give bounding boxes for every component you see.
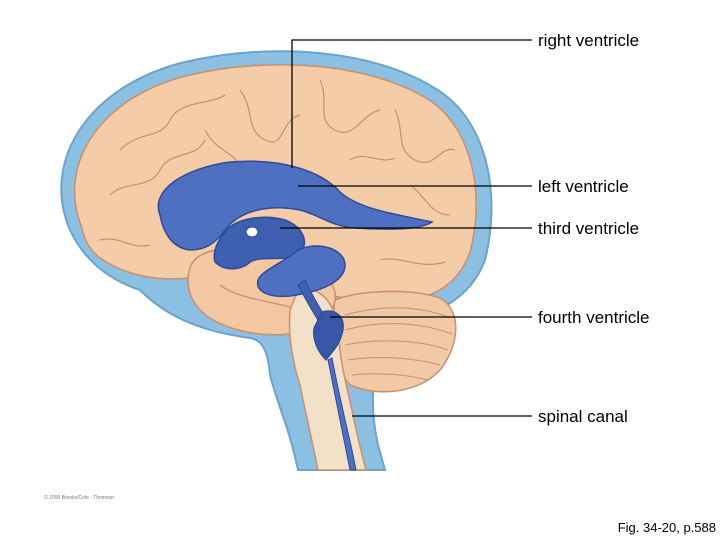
label-left-ventricle: left ventricle	[538, 177, 629, 196]
interventricular-foramen	[245, 226, 259, 238]
copyright-notice: © 2006 Brooks/Cole - Thomson	[44, 495, 115, 501]
label-third-ventricle: third ventricle	[538, 219, 640, 238]
temporal-horn	[256, 245, 346, 298]
third-ventricle-shape	[213, 216, 306, 270]
label-right-ventricle: right ventricle	[538, 31, 640, 50]
leader-lines	[280, 39, 532, 417]
central-canal	[327, 357, 357, 471]
cerebellum	[332, 290, 457, 393]
label-spinal-canal: spinal canal	[538, 407, 628, 426]
label-fourth-ventricle: fourth ventricle	[538, 308, 650, 327]
cerebellum-folia	[344, 307, 453, 381]
fourth-ventricle-shape	[313, 310, 344, 361]
leader-right-ventricle	[291, 39, 532, 168]
figure-reference: Fig. 34-20, p.588	[617, 520, 716, 535]
cerebral-gyri	[99, 79, 456, 311]
